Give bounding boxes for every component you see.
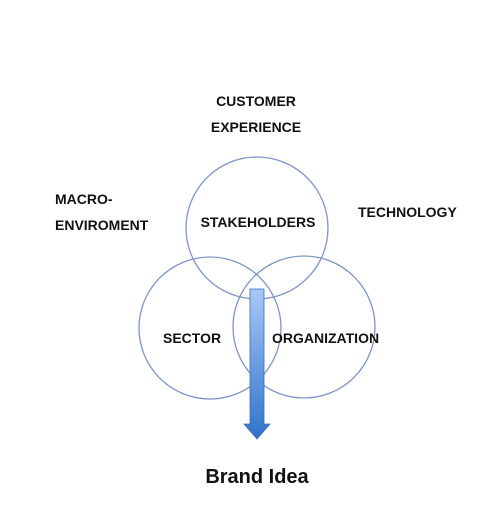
customer-experience-label: CUSTOMER EXPERIENCE (186, 88, 326, 140)
customer-experience-line-2: EXPERIENCE (210, 119, 302, 135)
down-arrow-icon (243, 288, 271, 440)
technology-label: TECHNOLOGY (358, 204, 457, 220)
sector-circle (138, 256, 282, 400)
organization-circle (232, 255, 376, 399)
sector-label: SECTOR (163, 330, 222, 346)
brand-idea-label: Brand Idea (205, 466, 309, 488)
macro-environment-line-1: MACRO- (55, 191, 113, 207)
macro-environment-line-2: ENVIROMENT (55, 217, 149, 233)
stakeholders-label: STAKEHOLDERS (200, 214, 316, 230)
customer-experience-line-1: CUSTOMER (216, 93, 296, 109)
macro-environment-label: MACRO- ENVIROMENT (55, 186, 148, 238)
organization-label: ORGANIZATION (272, 330, 380, 346)
